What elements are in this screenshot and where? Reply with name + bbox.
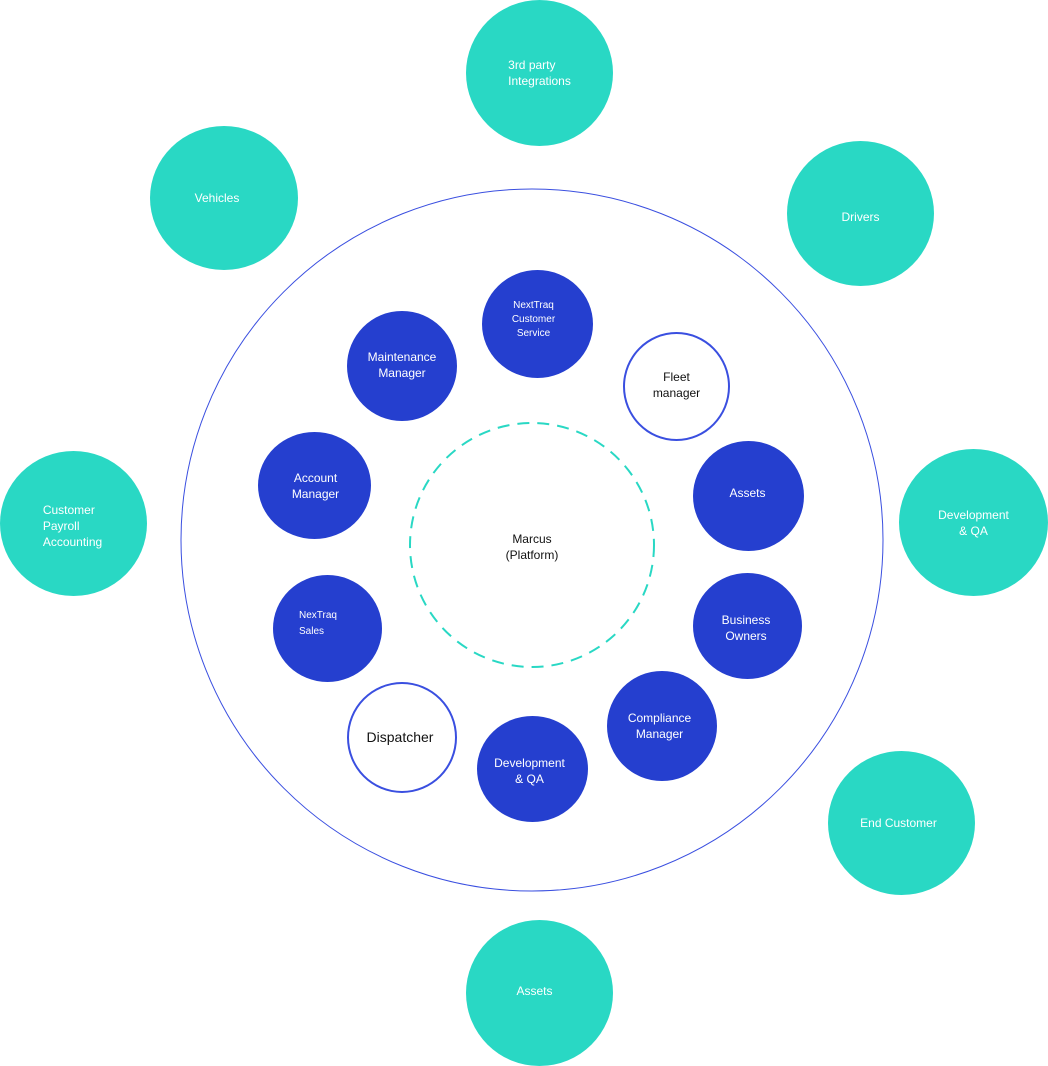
outer-node-development-qa: Development & QA [899, 449, 1048, 596]
outer-node-label: Drivers [841, 209, 880, 224]
center-dashed-circle [409, 422, 655, 668]
inner-node-label: NexTraq Sales [299, 610, 337, 637]
inner-node-label: Assets [729, 486, 766, 500]
inner-node-account-manager: Account Manager [258, 432, 371, 539]
outer-node-drivers: Drivers [787, 141, 934, 286]
inner-node-label: Account Manager [291, 470, 340, 501]
inner-node-label: Development & QA [494, 756, 565, 786]
outer-node-assets: Assets [466, 920, 613, 1066]
outer-node-label: 3rd party Integrations [508, 58, 571, 88]
outer-node-label: Vehicles [194, 191, 240, 205]
inner-node-nexttraq-customer-service: NextTraq Customer Service [482, 270, 593, 378]
center-platform-node: Marcus (Platform) [452, 507, 612, 587]
inner-node-nextraq-sales: NexTraq Sales [273, 575, 382, 682]
inner-node-dispatcher: Dispatcher [347, 682, 457, 793]
inner-node-assets: Assets [693, 441, 804, 551]
inner-node-development-qa: Development & QA [477, 716, 588, 822]
inner-node-label: Compliance Manager [627, 711, 692, 741]
inner-node-business-owners: Business Owners [693, 573, 802, 679]
outer-node-3rd-party-integrations: 3rd party Integrations [466, 0, 613, 146]
inner-node-label: Business Owners [721, 612, 771, 643]
outer-node-end-customer: End Customer [828, 751, 975, 895]
inner-node-label: Maintenance Manager [367, 350, 437, 380]
inner-node-label: NextTraq Customer Service [511, 300, 556, 339]
outer-node-label: End Customer [860, 816, 937, 830]
inner-node-compliance-manager: Compliance Manager [607, 671, 717, 781]
inner-node-label: Fleet manager [652, 369, 701, 400]
inner-node-fleet-manager: Fleet manager [623, 332, 730, 441]
outer-node-label: Development & QA [938, 507, 1009, 538]
inner-node-maintenance-manager: Maintenance Manager [347, 311, 457, 421]
inner-node-label: Dispatcher [366, 728, 434, 745]
platform-boundary-circle [180, 188, 884, 892]
center-platform-label: Marcus (Platform) [505, 532, 559, 562]
outer-node-label: Assets [516, 984, 553, 998]
outer-node-vehicles: Vehicles [150, 126, 298, 270]
outer-node-label: Customer Payroll Accounting [42, 502, 103, 549]
outer-node-customer-payroll-accounting: Customer Payroll Accounting [0, 451, 147, 596]
